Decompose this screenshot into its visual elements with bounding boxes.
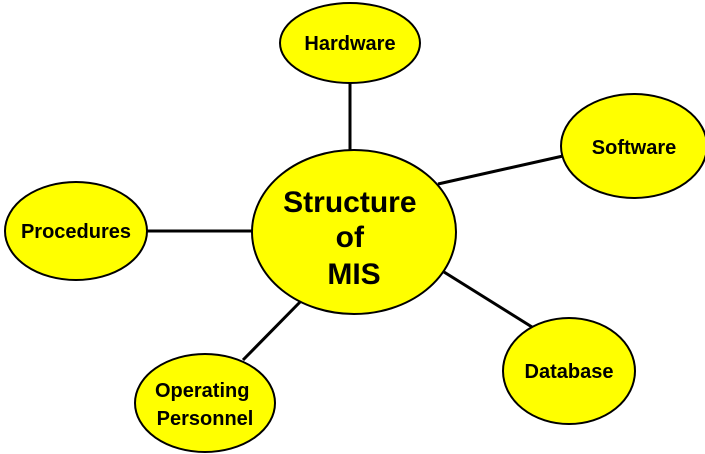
center-label-line-1: Structure bbox=[283, 186, 416, 219]
node-software: Software bbox=[560, 93, 705, 199]
node-database-label: Database bbox=[525, 361, 614, 383]
node-hardware: Hardware bbox=[279, 2, 421, 84]
node-operating-personnel: Operating Personnel bbox=[134, 353, 276, 453]
center-node-shape bbox=[251, 149, 457, 315]
node-procedures-shape bbox=[4, 181, 148, 281]
node-software-shape bbox=[560, 93, 705, 199]
node-operating-personnel-line-2: Personnel bbox=[157, 408, 254, 430]
node-database-shape bbox=[502, 317, 636, 425]
connector-operating-personnel bbox=[241, 297, 305, 362]
node-procedures: Procedures bbox=[4, 181, 148, 281]
center-node: Structure of MIS bbox=[251, 149, 457, 315]
connector-database bbox=[443, 270, 533, 329]
node-operating-personnel-label: Operating Personnel bbox=[155, 380, 255, 430]
node-database: Database bbox=[502, 317, 636, 425]
node-procedures-label: Procedures bbox=[21, 221, 131, 243]
node-software-label: Software bbox=[592, 137, 676, 159]
node-hardware-shape bbox=[279, 2, 421, 84]
node-operating-personnel-line-1: Operating bbox=[155, 380, 249, 402]
center-label: Structure of MIS bbox=[283, 186, 425, 291]
node-hardware-label: Hardware bbox=[304, 33, 395, 55]
node-operating-personnel-shape bbox=[134, 353, 276, 453]
center-label-line-2: of bbox=[336, 221, 365, 254]
center-label-line-3: MIS bbox=[327, 258, 380, 291]
connector-software bbox=[437, 154, 564, 186]
